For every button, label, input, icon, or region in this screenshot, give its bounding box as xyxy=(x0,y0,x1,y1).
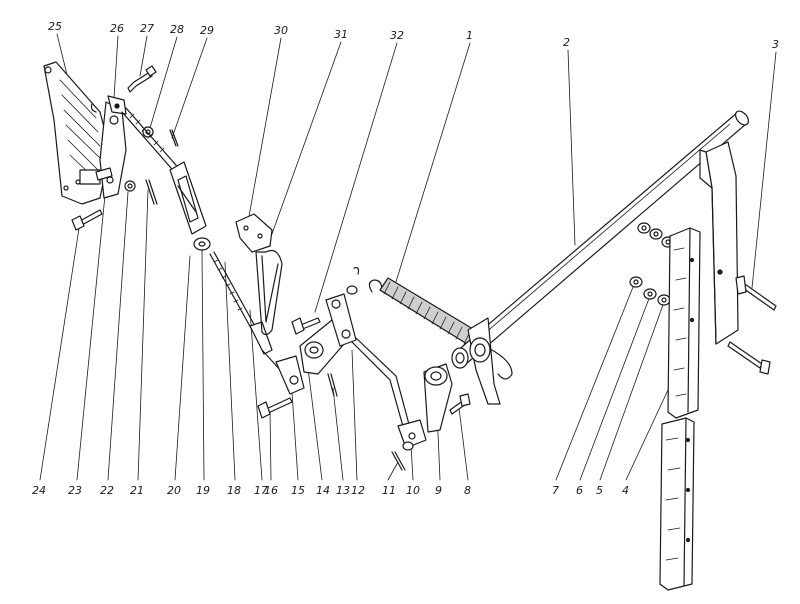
turnbuckle-20 xyxy=(169,161,207,235)
washer-pin-set xyxy=(346,267,360,295)
bolt-16 xyxy=(257,397,293,419)
bolt-27 xyxy=(127,65,157,93)
label-5: 5 xyxy=(596,484,603,497)
clevis-26 xyxy=(90,95,127,115)
bolt-24 xyxy=(71,209,103,231)
cotter-pin-13 xyxy=(327,373,338,397)
threaded-rod-18 xyxy=(209,251,257,331)
label-27: 27 xyxy=(140,22,154,35)
lever-bracket-9 xyxy=(423,363,453,433)
threaded-rod-upper xyxy=(121,107,183,177)
washers-5-6-7 xyxy=(629,222,675,306)
label-11: 11 xyxy=(382,484,396,497)
label-20: 20 xyxy=(167,484,181,497)
label-26: 26 xyxy=(110,22,124,35)
label-17: 17 xyxy=(254,484,268,497)
label-21: 21 xyxy=(130,484,144,497)
label-24: 24 xyxy=(32,484,46,497)
upright-bracket xyxy=(699,141,739,345)
clevis-15 xyxy=(275,355,305,395)
label-18: 18 xyxy=(227,484,241,497)
washer-22 xyxy=(124,180,136,192)
leader-lines xyxy=(39,33,777,481)
label-8: 8 xyxy=(464,484,471,497)
label-32: 32 xyxy=(390,29,404,42)
wooden-block-4-upper xyxy=(667,227,701,419)
lever-23 xyxy=(95,101,127,199)
label-23: 23 xyxy=(68,484,82,497)
label-16: 16 xyxy=(264,484,278,497)
label-30: 30 xyxy=(274,24,288,37)
label-2: 2 xyxy=(563,36,570,49)
cotter-pin-11 xyxy=(391,451,406,471)
label-29: 29 xyxy=(200,24,214,37)
cotter-pin-29 xyxy=(169,129,179,147)
label-12: 12 xyxy=(351,484,365,497)
spring-clip-31 xyxy=(255,249,283,336)
bolt-3 xyxy=(727,275,777,375)
part-number-labels: 25 26 27 28 29 30 31 32 1 2 3 24 23 22 2… xyxy=(32,20,779,497)
label-28: 28 xyxy=(170,23,184,36)
bracket-plate-25 xyxy=(43,61,111,205)
shaft-bracket xyxy=(467,317,501,405)
bracket-30 xyxy=(235,213,273,253)
label-14: 14 xyxy=(316,484,330,497)
label-22: 22 xyxy=(100,484,114,497)
wooden-block-4-lower xyxy=(659,417,695,591)
label-4: 4 xyxy=(622,484,629,497)
label-31: 31 xyxy=(334,28,348,41)
label-10: 10 xyxy=(406,484,420,497)
label-9: 9 xyxy=(435,484,442,497)
label-19: 19 xyxy=(196,484,210,497)
label-1: 1 xyxy=(466,29,473,42)
link-arm-12 xyxy=(325,293,411,431)
label-3: 3 xyxy=(772,38,779,51)
shaft-2 xyxy=(451,110,750,369)
bolt-32 xyxy=(291,317,321,335)
label-13: 13 xyxy=(336,484,350,497)
label-7: 7 xyxy=(552,484,559,497)
clevis-10 xyxy=(397,419,427,451)
label-6: 6 xyxy=(576,484,583,497)
cotter-pin-21 xyxy=(145,179,158,205)
label-15: 15 xyxy=(291,484,305,497)
nut-19 xyxy=(193,237,211,251)
label-25: 25 xyxy=(48,20,62,33)
bolt-8 xyxy=(449,393,471,415)
